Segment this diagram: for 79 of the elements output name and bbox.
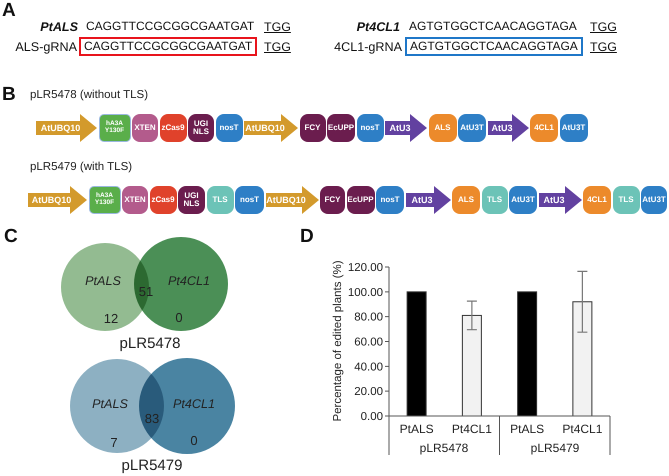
construct-element: 4CL1 — [583, 186, 611, 214]
promoter-element: AtU3 — [538, 186, 582, 214]
construct-element: FCY — [320, 186, 345, 214]
tick-label: 60.00 — [354, 336, 383, 348]
construct-element: AtU3T — [560, 114, 588, 142]
grna-name: 4CL1-gRNA — [334, 40, 402, 54]
count-label: 0 — [175, 310, 183, 326]
axis-title: Percentage of edited plants (%) — [332, 260, 344, 422]
promoter-element: AtUBQ10 — [244, 114, 298, 142]
count-label: 12 — [104, 312, 118, 326]
pam-sequence: TGG — [590, 40, 617, 54]
pam-sequence: TGG — [590, 20, 617, 34]
grna-sequence-box: AGTGTGGCTCAACAGGTAGA — [405, 37, 583, 56]
target-sequence: CAGGTTCCGCGGCGAATGAT — [86, 20, 254, 34]
category-label: PtALS — [510, 422, 544, 436]
panel-letter: C — [4, 226, 18, 248]
count-label: 51 — [138, 285, 154, 300]
promoter-element: AtUBQ10 — [36, 114, 97, 142]
grna-name: ALS-gRNA — [15, 40, 77, 54]
group-label: pLR5479 — [530, 442, 580, 456]
tick-label: 40.00 — [354, 361, 383, 374]
count-label: 83 — [144, 412, 160, 427]
construct-element: nosT — [235, 186, 264, 214]
construct-element: EcUPP — [346, 186, 374, 214]
construct-element: EcUPP — [327, 114, 355, 142]
construct-element: TLS — [482, 186, 508, 214]
venn-circle — [139, 358, 235, 454]
category-label: Pt4CL1 — [452, 422, 492, 436]
construct-element: AtU3T — [458, 114, 486, 142]
construct-element: zCas9 — [160, 114, 186, 142]
panel-letter: A — [2, 0, 16, 22]
construct-element: AtU3T — [641, 186, 667, 214]
promoter-element: AtU3 — [406, 186, 450, 214]
construct-element: TLS — [612, 186, 640, 214]
gene-name: PtALS — [40, 20, 78, 34]
gene-name: PtALS — [85, 275, 121, 289]
construct-element: nosT — [356, 114, 384, 142]
tick-label: 120.00 — [348, 262, 383, 274]
construct-element: XTEN — [132, 114, 158, 142]
pam-sequence: TGG — [264, 40, 291, 54]
tick-label: 100.00 — [348, 286, 383, 299]
target-sequence: AGTGTGGCTCAACAGGTAGA — [409, 20, 577, 34]
panel-letter: D — [300, 226, 314, 248]
gene-name: Pt4CL1 — [173, 398, 215, 412]
construct-title: pLR5479 (with TLS) — [30, 161, 132, 174]
construct-element: UGI NLS — [178, 186, 205, 214]
promoter-element: AtUBQ10 — [266, 186, 318, 214]
grna-sequence-box: CAGGTTCCGCGGCGAATGAT — [79, 37, 258, 56]
promoter-element: AtU3 — [488, 114, 528, 142]
construct-element: XTEN — [122, 186, 148, 214]
construct-element: ALS — [452, 186, 480, 214]
promoter-element: AtU3 — [385, 114, 427, 142]
tick-label: 20.00 — [354, 386, 383, 398]
category-label: Pt4CL1 — [562, 422, 602, 436]
construct-element: 4CL1 — [530, 114, 558, 142]
panel-letter: B — [2, 84, 16, 106]
gene-name: PtALS — [92, 398, 128, 412]
gene-name: Pt4CL1 — [168, 275, 210, 289]
construct-element: UGI NLS — [188, 114, 214, 142]
count-label: 0 — [190, 434, 198, 448]
construct-title: pLR5478 (without TLS) — [30, 89, 148, 102]
group-label: pLR5478 — [420, 442, 468, 456]
venn-title: pLR5479 — [122, 457, 182, 474]
pam-sequence: TGG — [264, 20, 291, 34]
construct-element: nosT — [216, 114, 242, 142]
tick-label: 80.00 — [354, 312, 383, 324]
promoter-element: AtUBQ10 — [28, 186, 87, 214]
category-label: PtALS — [400, 422, 434, 436]
construct-element: FCY — [300, 114, 326, 142]
count-label: 7 — [110, 436, 118, 450]
venn-circle — [134, 237, 228, 331]
construct-element: zCas9 — [150, 186, 176, 214]
gene-name: Pt4CL1 — [356, 20, 400, 34]
venn-title: pLR5478 — [120, 335, 180, 352]
tick-label: 0.00 — [360, 411, 383, 423]
construct-element: ALS — [428, 114, 456, 142]
construct-element: AtU3T — [509, 186, 537, 214]
construct-element: nosT — [376, 186, 404, 214]
construct-element: TLS — [206, 186, 234, 214]
